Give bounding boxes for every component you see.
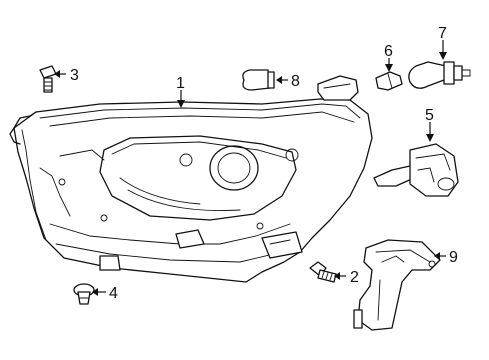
callout-6: 6 bbox=[384, 43, 393, 60]
callout-labels: 1 2 3 4 5 6 7 8 9 bbox=[70, 25, 458, 302]
bolt-part-3 bbox=[39, 65, 57, 93]
screw-part-2 bbox=[309, 261, 337, 283]
callout-4: 4 bbox=[109, 285, 118, 302]
callout-1: 1 bbox=[176, 75, 185, 92]
headlamp-assembly bbox=[9, 75, 373, 283]
callout-3: 3 bbox=[70, 67, 79, 84]
callout-2: 2 bbox=[350, 269, 359, 286]
bulb-part-5 bbox=[373, 143, 459, 197]
leader-lines bbox=[54, 40, 447, 296]
bulb-part-8 bbox=[242, 69, 275, 91]
bracket-part-9 bbox=[353, 239, 441, 331]
bulb-part-6 bbox=[375, 71, 403, 91]
clip-part-4 bbox=[73, 283, 95, 305]
callout-8: 8 bbox=[291, 73, 300, 90]
callout-7: 7 bbox=[438, 25, 447, 42]
callout-5: 5 bbox=[425, 107, 434, 124]
bulb-part-7 bbox=[408, 61, 471, 89]
callout-9: 9 bbox=[449, 249, 458, 266]
